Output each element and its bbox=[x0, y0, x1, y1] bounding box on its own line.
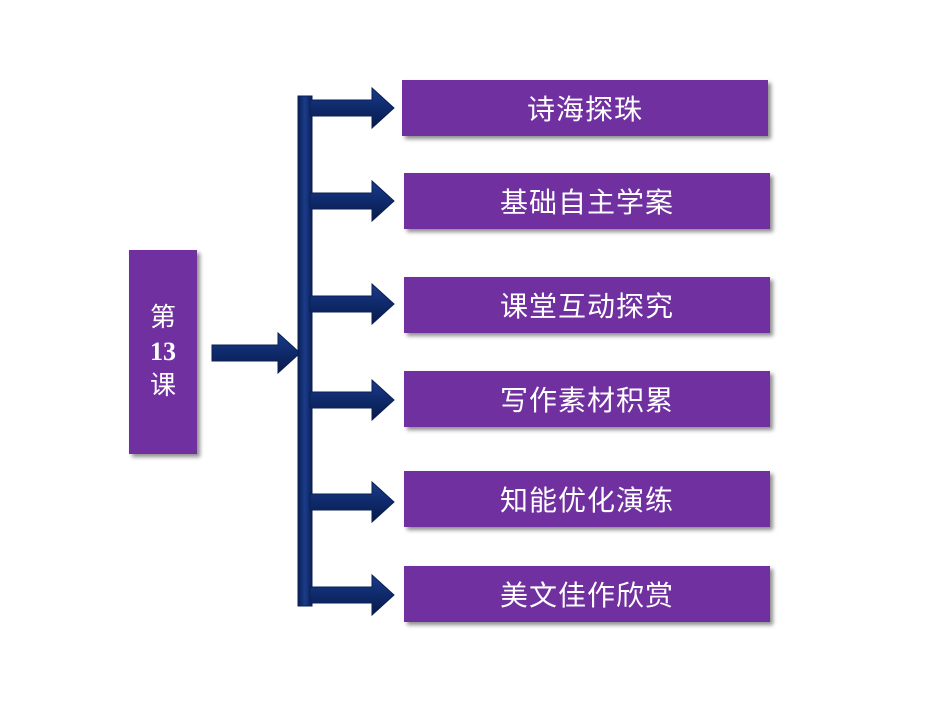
lesson-char-top: 第 bbox=[149, 303, 176, 333]
branch-arrow-4 bbox=[309, 378, 395, 422]
menu-item-6[interactable]: 美文佳作欣赏 bbox=[404, 566, 770, 622]
menu-item-2[interactable]: 基础自主学案 bbox=[404, 173, 770, 229]
menu-item-label: 基础自主学案 bbox=[499, 186, 674, 219]
menu-item-label: 写作素材积累 bbox=[499, 384, 674, 417]
menu-item-label: 美文佳作欣赏 bbox=[499, 579, 674, 612]
branch-arrow-6 bbox=[309, 573, 395, 617]
trunk-bar bbox=[297, 95, 313, 607]
branch-arrow-3 bbox=[309, 282, 395, 326]
lesson-number: 13 bbox=[150, 337, 176, 366]
menu-item-label: 课堂互动探究 bbox=[499, 290, 674, 323]
main-arrow bbox=[211, 331, 301, 375]
lesson-char-bottom: 课 bbox=[149, 371, 176, 401]
branch-arrow-2 bbox=[309, 179, 395, 223]
branch-arrow-1 bbox=[309, 86, 395, 130]
menu-item-label: 诗海探珠 bbox=[526, 93, 643, 126]
menu-item-4[interactable]: 写作素材积累 bbox=[404, 371, 770, 427]
menu-item-3[interactable]: 课堂互动探究 bbox=[404, 277, 770, 333]
menu-item-1[interactable]: 诗海探珠 bbox=[402, 80, 768, 136]
menu-item-5[interactable]: 知能优化演练 bbox=[404, 471, 770, 527]
branch-arrow-5 bbox=[309, 480, 395, 524]
menu-item-label: 知能优化演练 bbox=[499, 484, 674, 517]
lesson-title-box: 第 13 课 bbox=[129, 250, 197, 454]
